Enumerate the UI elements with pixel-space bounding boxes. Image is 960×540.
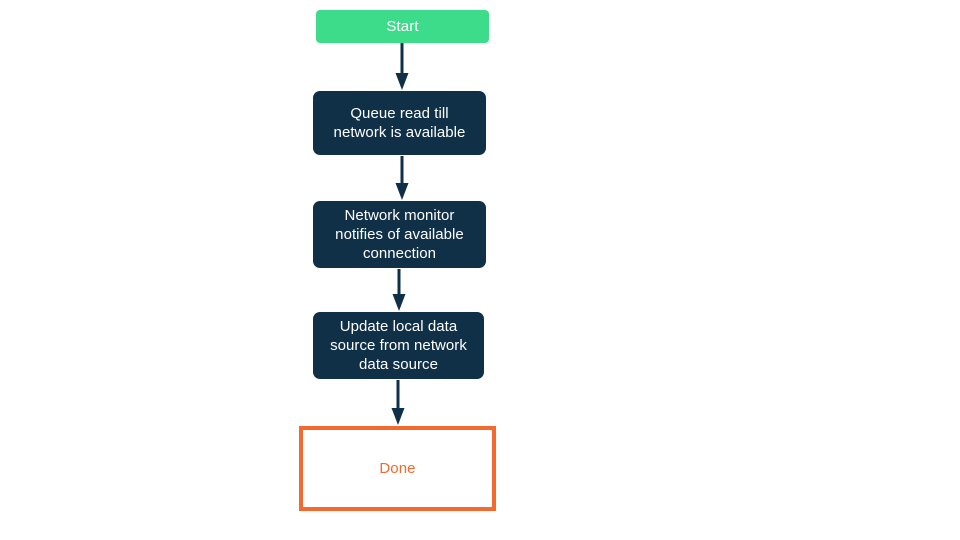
flow-node-start[interactable]: Start <box>316 10 489 43</box>
flow-edge-network-monitor-to-update-local <box>391 269 407 312</box>
flow-node-done[interactable]: Done <box>299 426 496 511</box>
flow-node-network-monitor-label: Network monitor notifies of available co… <box>335 206 464 263</box>
flow-node-update-local-label: Update local data source from network da… <box>330 317 467 374</box>
flow-node-network-monitor[interactable]: Network monitor notifies of available co… <box>313 201 486 268</box>
flow-node-queue-read-label: Queue read till network is available <box>333 104 466 141</box>
flow-edge-start-to-queue-read <box>394 43 410 91</box>
arrowhead-icon <box>392 294 406 311</box>
flow-edge-queue-read-to-network-monitor <box>394 156 410 201</box>
arrowhead-icon <box>391 408 405 425</box>
flow-node-update-local[interactable]: Update local data source from network da… <box>313 312 484 379</box>
flow-node-done-label: Done <box>379 459 416 477</box>
flow-edge-update-local-to-done <box>390 380 406 426</box>
flow-node-start-label: Start <box>386 17 419 35</box>
arrowhead-icon <box>395 73 409 90</box>
arrowhead-icon <box>395 183 409 200</box>
flow-node-queue-read[interactable]: Queue read till network is available <box>313 91 486 155</box>
